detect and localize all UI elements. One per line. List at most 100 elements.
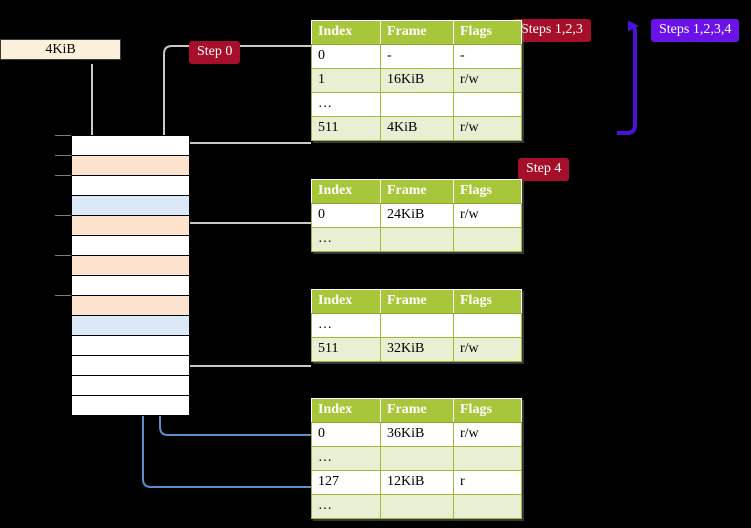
badge-step-4: Step 4	[518, 158, 570, 181]
table-cell: 16KiB	[380, 68, 454, 93]
column-header-frame: Frame	[380, 20, 454, 45]
column-header-flags: Flags	[453, 289, 522, 314]
table-row[interactable]: …	[311, 92, 522, 117]
column-header-index: Index	[311, 398, 381, 423]
memory-frame-row	[71, 195, 190, 216]
table-cell: r/w	[453, 203, 522, 228]
table-cell: 4KiB	[380, 116, 454, 141]
table-cell: r/w	[453, 68, 522, 93]
column-header-frame: Frame	[380, 179, 454, 204]
column-header-frame: Frame	[380, 289, 454, 314]
table-row[interactable]: …	[311, 313, 522, 338]
memory-frame-row	[71, 155, 190, 176]
wire-recursive-mapping-arrow	[617, 20, 639, 135]
table-cell	[380, 313, 454, 338]
table-cell	[380, 92, 454, 117]
memory-frame-tick	[55, 295, 71, 296]
table-cell: r/w	[453, 422, 522, 447]
wire-t4-row127-to-memory-blue	[142, 332, 311, 488]
column-header-index: Index	[311, 289, 381, 314]
table-cell: …	[311, 92, 381, 117]
badge-steps-123: Steps 1,2,3	[513, 19, 591, 42]
memory-frame-row	[71, 315, 190, 336]
table-cell	[453, 494, 522, 519]
table-cell: 1	[311, 68, 381, 93]
memory-frame-row	[71, 395, 190, 416]
table-cell: 511	[311, 337, 381, 362]
memory-frame-tick	[55, 155, 71, 156]
table-cell	[380, 494, 454, 519]
column-header-frame: Frame	[380, 398, 454, 423]
kib-box-label: 4KiB	[45, 41, 76, 57]
table-cell: -	[453, 44, 522, 69]
column-header-flags: Flags	[453, 20, 522, 45]
column-header-flags: Flags	[453, 179, 522, 204]
memory-frame-row	[71, 175, 190, 196]
memory-frame-row	[71, 355, 190, 376]
memory-frame-row	[71, 275, 190, 296]
table-cell: -	[380, 44, 454, 69]
table-cell: …	[311, 313, 381, 338]
table-cell: 0	[311, 203, 381, 228]
table-cell	[380, 446, 454, 471]
memory-frame-tick	[55, 255, 71, 256]
wire-t1-511-to-memory	[163, 45, 311, 153]
memory-frame-row	[71, 255, 190, 276]
table-cell	[453, 92, 522, 117]
memory-frame-tick	[55, 215, 71, 216]
table-cell: …	[311, 446, 381, 471]
wire-memory-row9-to-t3	[180, 314, 311, 367]
table-cell: 12KiB	[380, 470, 454, 495]
table-cell: 24KiB	[380, 203, 454, 228]
table-cell	[453, 446, 522, 471]
wire-t2-to-memory-row7	[172, 222, 311, 269]
table-cell: …	[311, 494, 381, 519]
memory-frame-row	[71, 335, 190, 356]
table-cell	[380, 227, 454, 252]
wire-t1-to-memory-row5	[172, 142, 311, 172]
badge-step-0: Step 0	[189, 41, 241, 64]
table-cell	[453, 313, 522, 338]
memory-frame-row	[71, 215, 190, 236]
table-cell: 127	[311, 470, 381, 495]
table-row[interactable]: …	[311, 494, 522, 519]
table-cell: 0	[311, 44, 381, 69]
table-cell: 0	[311, 422, 381, 447]
table-cell	[453, 227, 522, 252]
column-header-flags: Flags	[453, 398, 522, 423]
memory-frame-tick	[55, 175, 71, 176]
table-cell: 36KiB	[380, 422, 454, 447]
table-row[interactable]: …	[311, 227, 522, 252]
table-cell: r/w	[453, 337, 522, 362]
table-cell: 32KiB	[380, 337, 454, 362]
badge-steps-1234: Steps 1,2,3,4	[651, 19, 740, 42]
memory-frame-tick	[55, 135, 71, 136]
column-header-index: Index	[311, 20, 381, 45]
wire-t4-row0-to-memory-blue	[159, 207, 311, 436]
physical-memory-column	[71, 135, 190, 416]
table-row[interactable]: 0--	[311, 44, 522, 69]
memory-frame-row	[71, 375, 190, 396]
memory-frame-row	[71, 235, 190, 256]
table-row[interactable]: …	[311, 446, 522, 471]
memory-frame-row	[71, 135, 190, 156]
table-cell: …	[311, 227, 381, 252]
table-cell: 511	[311, 116, 381, 141]
physical-frame-4kib-box: 4KiB	[0, 39, 121, 60]
memory-frame-row	[71, 295, 190, 316]
